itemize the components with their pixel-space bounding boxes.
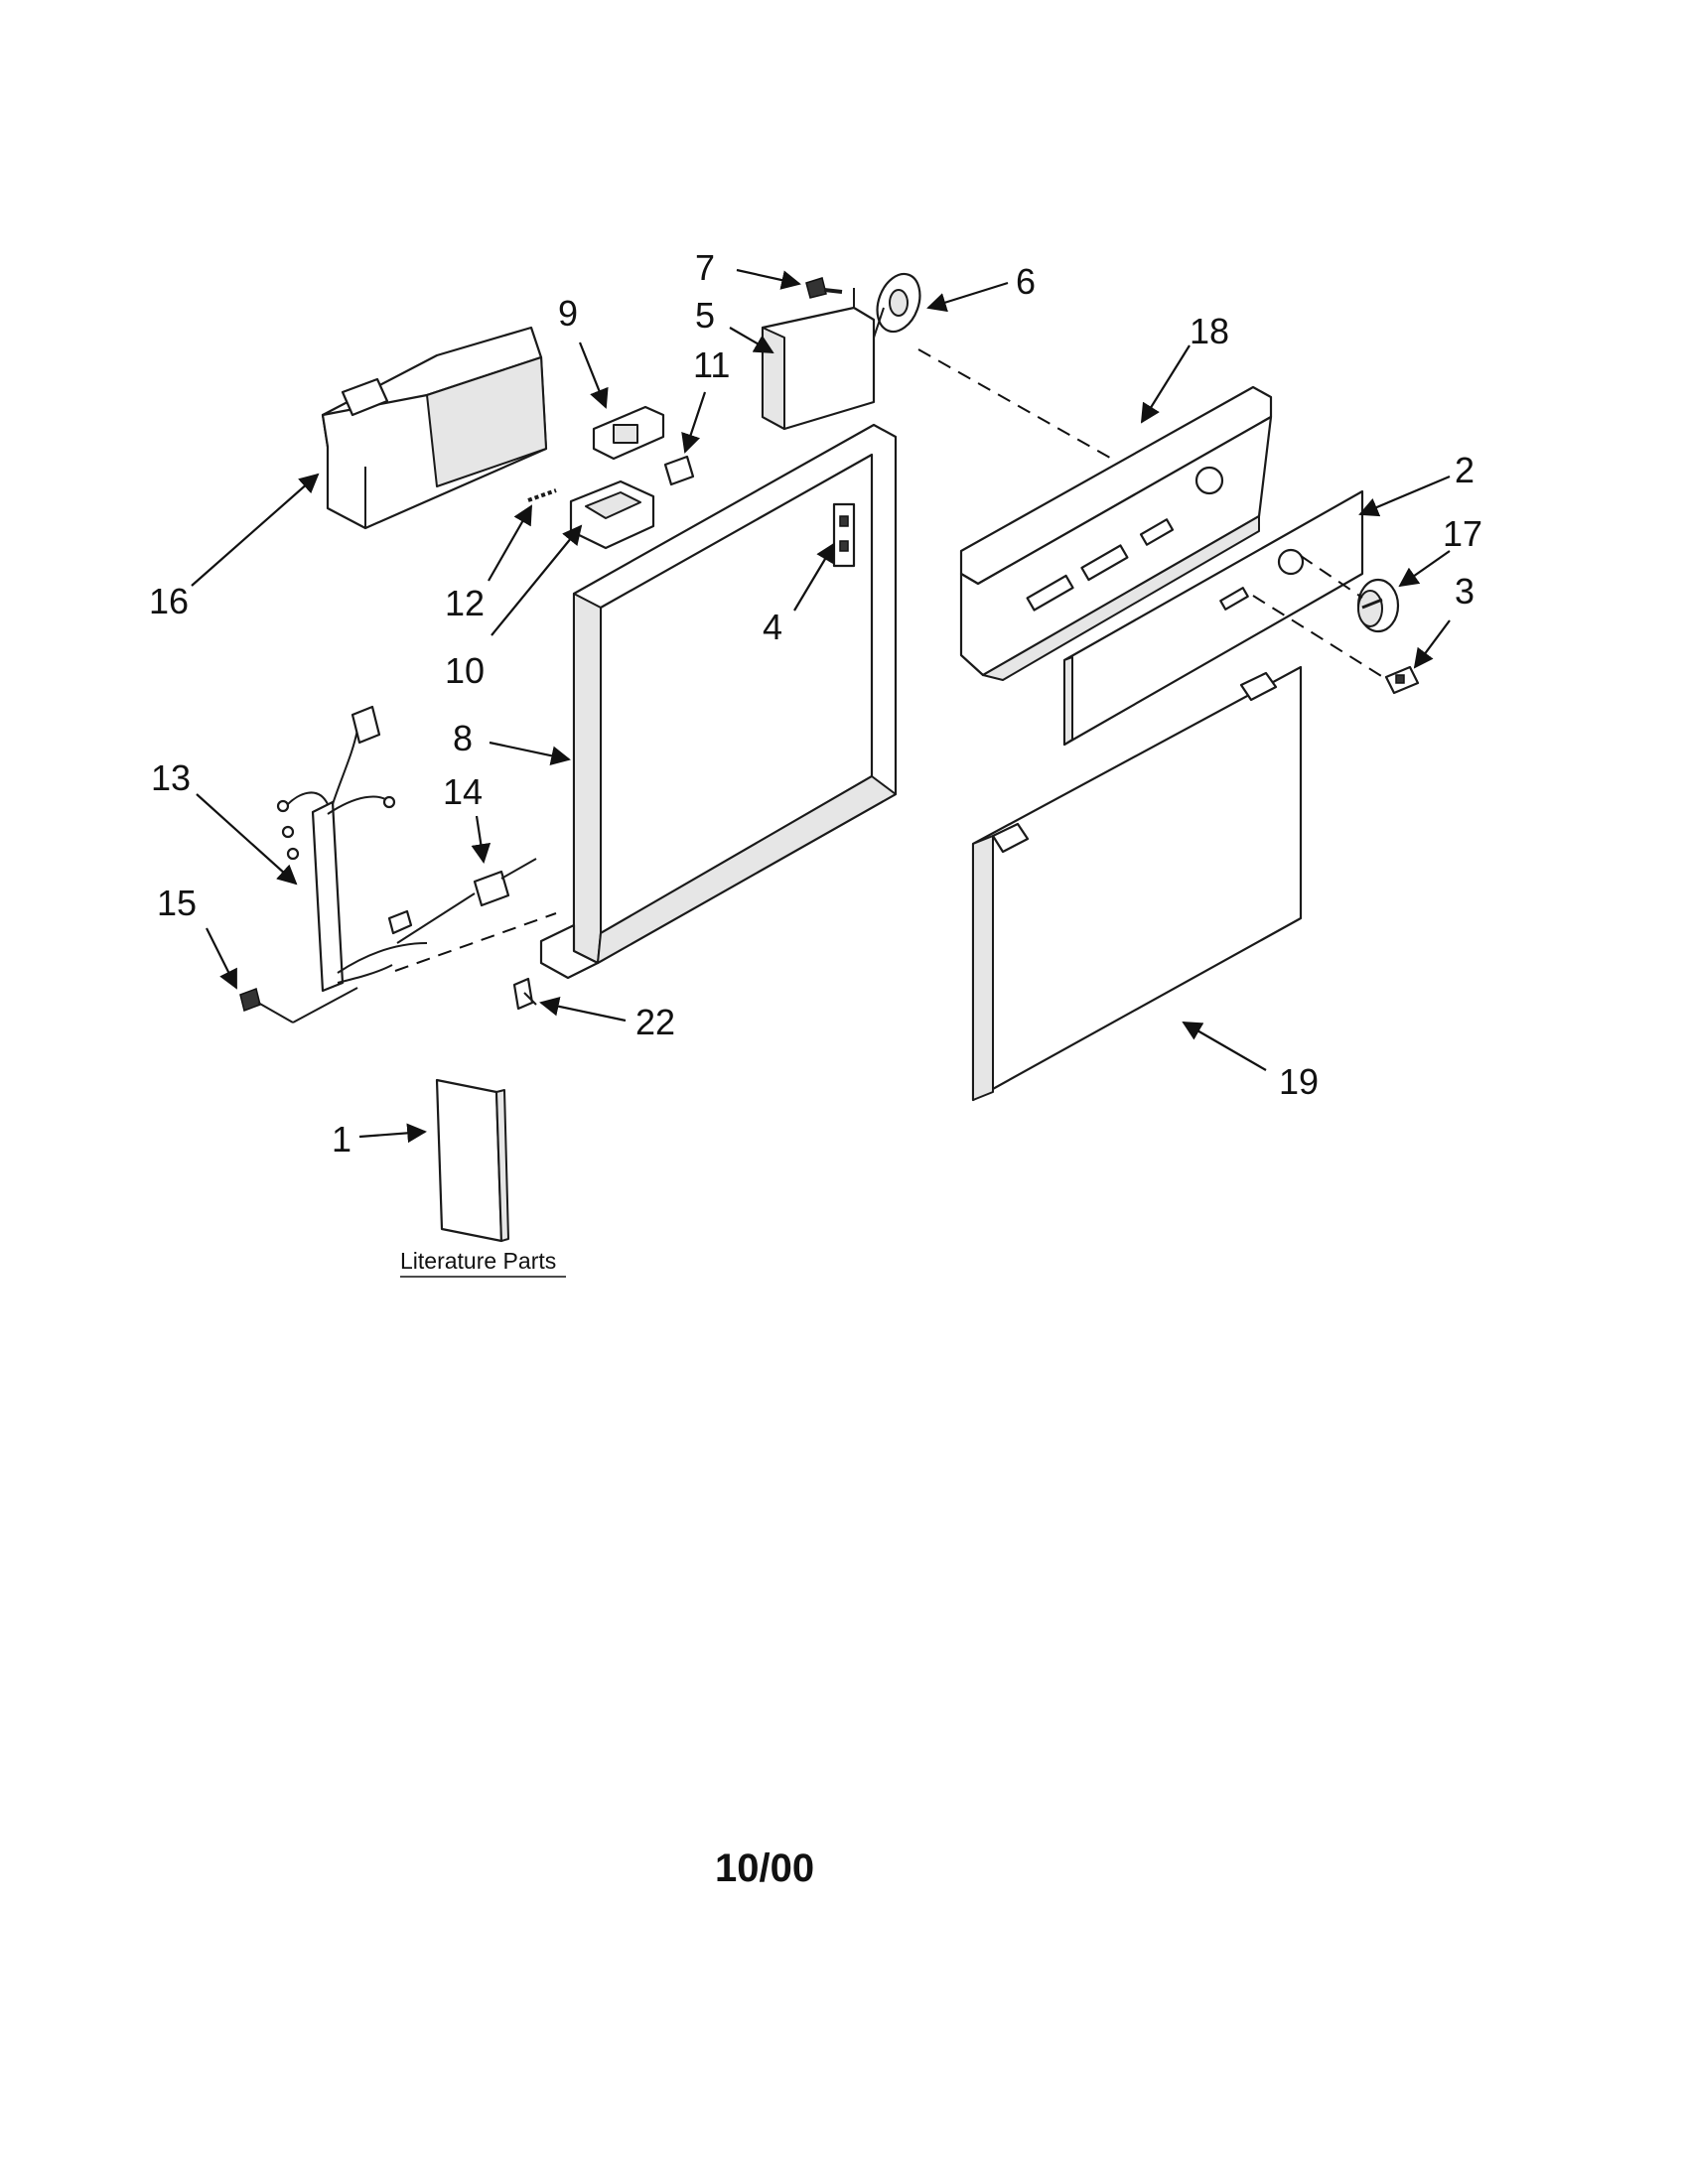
callout-6: 6: [1016, 261, 1036, 302]
leader-11: [681, 391, 707, 454]
assembly-line-17: [1300, 555, 1363, 599]
leader-15: [206, 927, 237, 990]
date-code: 10/00: [715, 1846, 814, 1890]
leader-1: [358, 1123, 427, 1144]
leader-9: [578, 341, 609, 409]
assembly-line-13-frame: [394, 912, 557, 972]
leader-5: [729, 327, 774, 353]
part-1-literature: [435, 1078, 509, 1243]
leader-4: [793, 542, 836, 612]
leader-16: [191, 473, 320, 587]
callout-5: 5: [695, 295, 715, 336]
leader-13: [196, 793, 298, 886]
part-14-connector: [396, 858, 537, 944]
callout-1: 1: [332, 1119, 351, 1160]
part-8-door-frame: [539, 423, 898, 980]
part-18-console: [959, 385, 1273, 681]
part-19-door-panel: [971, 665, 1303, 1102]
callout-15: 15: [157, 883, 197, 923]
leader-3: [1413, 619, 1451, 669]
part-16-shield: [321, 326, 548, 530]
part-6-dial: [873, 272, 921, 339]
assembly-line-6-18: [917, 348, 1118, 463]
leader-2: [1358, 475, 1451, 517]
leader-14: [471, 815, 491, 864]
leader-8: [489, 741, 571, 765]
leader-7: [736, 268, 801, 290]
callout-13: 13: [151, 757, 191, 798]
leader-10: [491, 524, 583, 636]
leader-6: [926, 281, 1009, 313]
part-15-screw: [239, 987, 358, 1024]
callout-17: 17: [1443, 513, 1482, 554]
callout-8: 8: [453, 718, 473, 758]
part-17-knob: [1356, 578, 1400, 633]
callout-12: 12: [445, 583, 485, 623]
callout-2: 2: [1455, 450, 1474, 490]
part-12-pin: [527, 488, 557, 502]
callout-22: 22: [635, 1002, 675, 1042]
leader-17: [1398, 550, 1451, 588]
part-13-harness: [276, 705, 428, 993]
callout-18: 18: [1190, 311, 1229, 351]
literature-parts-caption: Literature Parts: [400, 1248, 556, 1274]
leader-22: [539, 997, 627, 1023]
callout-4: 4: [763, 607, 782, 647]
part-3-switch: [1384, 665, 1420, 695]
callout-14: 14: [443, 771, 483, 812]
part-5-switch: [761, 288, 876, 431]
part-2-overlay: [1062, 489, 1364, 747]
leader-19: [1182, 1022, 1267, 1071]
callout-7: 7: [695, 247, 715, 288]
callout-19: 19: [1279, 1061, 1319, 1102]
callout-10: 10: [445, 650, 485, 691]
leader-12: [488, 504, 532, 582]
part-7-screw: [805, 277, 843, 299]
callout-9: 9: [558, 293, 578, 334]
callout-11: 11: [693, 344, 730, 385]
callout-3: 3: [1455, 571, 1474, 612]
part-22-clip: [512, 977, 537, 1011]
part-11-clip: [663, 455, 695, 486]
leader-18: [1140, 344, 1191, 424]
assembly-line-3: [1252, 595, 1387, 680]
part-10-bracket: [569, 479, 655, 550]
callout-16: 16: [149, 581, 189, 621]
part-9-latch: [592, 405, 665, 461]
part-4-hinge: [832, 502, 856, 568]
